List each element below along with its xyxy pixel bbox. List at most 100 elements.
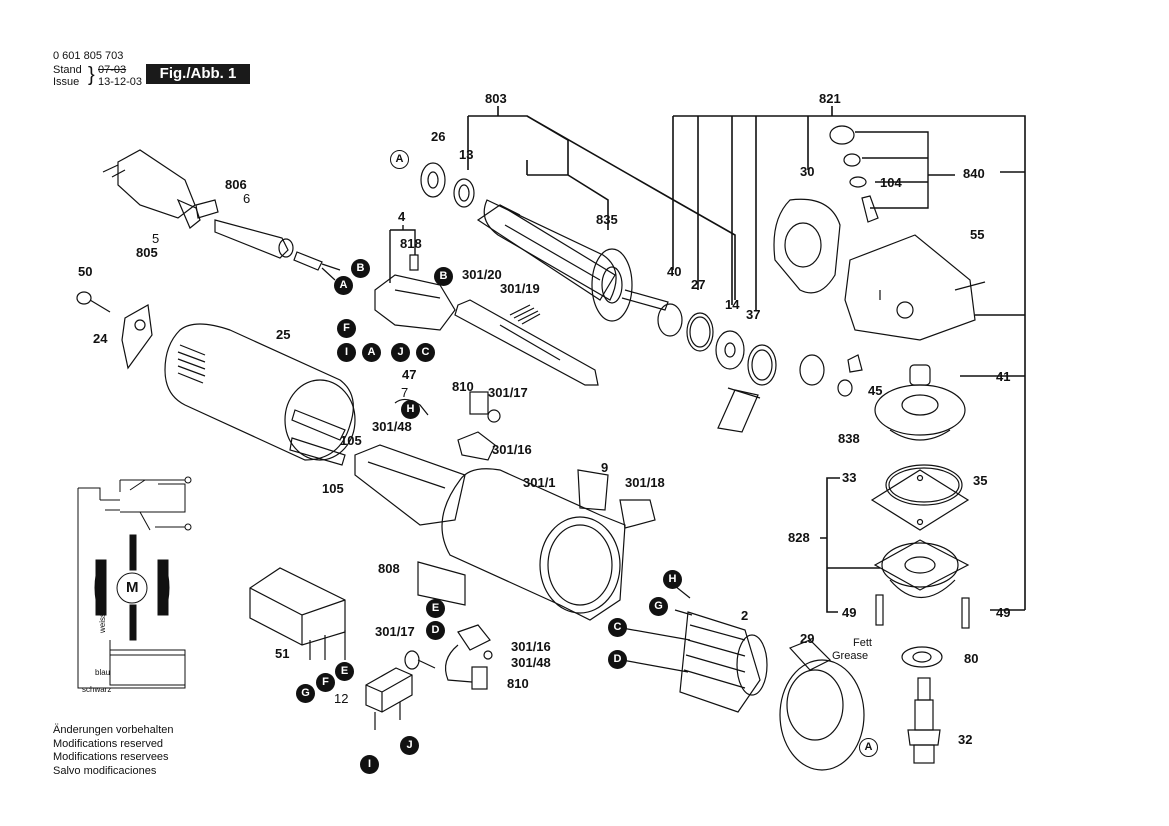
label-810-lower: 810 xyxy=(507,676,529,691)
label-808: 808 xyxy=(378,561,400,576)
field-coil-2 xyxy=(621,577,768,713)
label-6: 6 xyxy=(243,191,251,206)
connector-c-holder: C xyxy=(416,343,435,362)
screw-49-right xyxy=(961,597,970,629)
label-25: 25 xyxy=(276,327,291,342)
label-301-16-upper: 301/16 xyxy=(492,442,532,457)
label-301-1: 301/1 xyxy=(523,475,556,490)
bracket-821 xyxy=(672,106,1026,611)
connector-a-guard: A xyxy=(859,738,878,757)
label-13: 13 xyxy=(459,147,474,162)
label-51: 51 xyxy=(275,646,290,661)
label-12: 12 xyxy=(334,691,349,706)
stand-label: Stand xyxy=(53,64,82,76)
label-301-19: 301/19 xyxy=(500,281,540,296)
label-30: 30 xyxy=(800,164,815,179)
label-9 xyxy=(577,469,609,511)
label-803: 803 xyxy=(485,91,507,106)
bearing-flange-828 xyxy=(873,539,970,599)
washer-80 xyxy=(901,646,943,668)
modifications-note: Änderungen vorbehalten Modifications res… xyxy=(53,724,173,778)
brace: } xyxy=(88,64,95,86)
label-24: 24 xyxy=(93,331,108,346)
o-ring-33 xyxy=(885,464,963,506)
label-47: 47 xyxy=(402,367,417,382)
label-5: 5 xyxy=(152,231,160,246)
switch-rod-301-20 xyxy=(454,299,599,386)
label-49-left: 49 xyxy=(842,605,857,620)
note-de: Änderungen vorbehalten xyxy=(53,724,174,736)
label-80: 80 xyxy=(964,651,979,666)
pinion-gear-838 xyxy=(799,354,966,441)
label-808 xyxy=(417,561,466,606)
wire-white-label: weiss xyxy=(98,612,107,633)
label-14: 14 xyxy=(725,297,740,312)
label-301-48-upper: 301/48 xyxy=(372,419,412,434)
label-37: 37 xyxy=(746,307,761,322)
label-45: 45 xyxy=(868,383,883,398)
label-301-17-upper: 301/17 xyxy=(488,385,528,400)
label-105-lower: 105 xyxy=(322,481,344,496)
plate-35 xyxy=(870,469,970,531)
label-301-17-lower: 301/17 xyxy=(375,624,415,639)
label-50: 50 xyxy=(78,264,93,279)
note-es: Salvo modificaciones xyxy=(53,764,157,777)
screw-49-left xyxy=(875,594,884,626)
connector-h-field: H xyxy=(663,570,682,589)
felt-pad xyxy=(717,387,761,433)
label-301-16-lower: 301/16 xyxy=(511,639,551,654)
wiring-diagram xyxy=(77,476,192,689)
connector-c-field: C xyxy=(608,618,627,637)
connector-f-holder: F xyxy=(337,319,356,338)
plug-805 xyxy=(102,149,219,229)
bearing-37 xyxy=(747,344,777,386)
switch-button-301-18 xyxy=(619,499,656,529)
label-105-upper: 105 xyxy=(340,433,362,448)
issue-label: Issue xyxy=(53,76,80,88)
grease-label-de: Fett xyxy=(853,637,872,649)
spindle-32 xyxy=(907,677,941,764)
wire-black-label: schwarz xyxy=(82,685,112,694)
bracket-828 xyxy=(820,477,880,613)
brush-holder-301-16-upper xyxy=(394,391,501,461)
label-35: 35 xyxy=(973,473,988,488)
bracket-4 xyxy=(389,225,416,283)
label-805: 805 xyxy=(136,245,158,260)
needle-bearing-41 xyxy=(909,364,931,386)
connector-b-holder: B xyxy=(434,267,453,286)
connector-h-brush: H xyxy=(401,400,420,419)
label-26: 26 xyxy=(431,129,446,144)
lock-button-840 xyxy=(829,125,879,223)
note-fr: Modifications reservees xyxy=(53,751,169,763)
label-33: 33 xyxy=(842,470,857,485)
label-41: 41 xyxy=(996,369,1011,384)
brush-holder-301-16-lower xyxy=(404,624,493,690)
gear-head-housing xyxy=(844,234,986,341)
connector-e-brush: E xyxy=(426,599,445,618)
circlip-40 xyxy=(657,303,683,337)
label-828: 828 xyxy=(788,530,810,545)
bracket-803 xyxy=(467,106,736,300)
label-301-20: 301/20 xyxy=(462,267,502,282)
cord-sleeve-806 xyxy=(214,219,341,281)
connector-a-bearing: A xyxy=(390,150,409,169)
label-4: 4 xyxy=(398,209,406,224)
label-806: 806 xyxy=(225,177,247,192)
connector-f-capacitor: F xyxy=(316,673,335,692)
connector-b-cord: B xyxy=(351,259,370,278)
label-27: 27 xyxy=(691,277,706,292)
label-55: 55 xyxy=(970,227,985,242)
connector-d-field: D xyxy=(608,650,627,669)
grease-label-en: Grease xyxy=(832,650,869,662)
spring-301-19 xyxy=(509,304,541,325)
connector-g-capacitor: G xyxy=(296,684,315,703)
connector-d-brush: D xyxy=(426,621,445,640)
label-301-48-lower: 301/48 xyxy=(511,655,551,670)
guard-plate-30 xyxy=(773,198,841,294)
connector-e-capacitor: E xyxy=(335,662,354,681)
bracket-840 xyxy=(855,131,955,209)
motor-housing-25 xyxy=(164,323,356,466)
ring-27 xyxy=(686,312,714,352)
suppressor-12 xyxy=(365,667,413,730)
